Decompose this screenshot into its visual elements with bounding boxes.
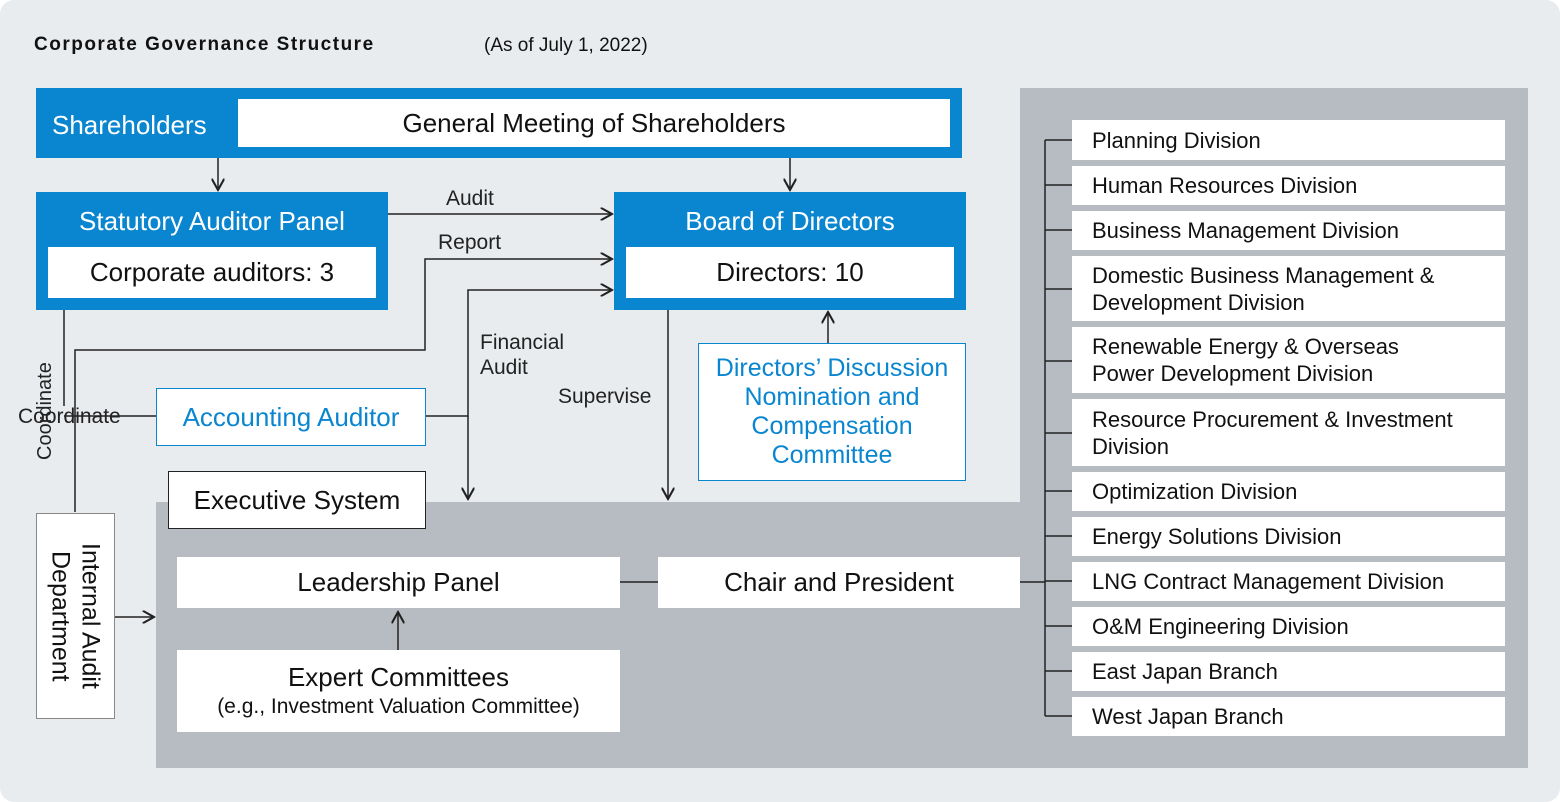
executive-system-label: Executive System <box>168 471 426 529</box>
committee-line-2: Nomination and <box>744 383 920 411</box>
general-meeting-box: General Meeting of Shareholders <box>238 99 950 147</box>
expert-committees-title: Expert Committees <box>287 662 510 692</box>
division-label: Domestic Business Management & <box>1092 262 1435 288</box>
internal-audit-label: Internal Audit Department <box>36 513 115 719</box>
division-energy-solutions: Energy Solutions Division <box>1072 517 1505 556</box>
accounting-auditor: Accounting Auditor <box>156 388 426 446</box>
division-west-japan: West Japan Branch <box>1072 697 1505 736</box>
coordinate-text: Coordinate <box>34 362 56 460</box>
division-label-2: Power Development Division <box>1092 361 1374 386</box>
division-lng-contract: LNG Contract Management Division <box>1072 562 1505 601</box>
division-om-engineering: O&M Engineering Division <box>1072 607 1505 646</box>
division-label: East Japan Branch <box>1092 659 1278 684</box>
internal-audit-line-2: Department <box>46 550 75 682</box>
diagram-title: Corporate Governance Structure <box>34 34 375 55</box>
coordinate-label-rotated: Coordinate <box>34 362 60 460</box>
division-label: O&M Engineering Division <box>1092 614 1349 639</box>
division-label: Human Resources Division <box>1092 173 1358 198</box>
division-domestic-business: Domestic Business Management & Developme… <box>1072 256 1505 321</box>
shareholders-label: Shareholders <box>52 110 207 140</box>
division-human-resources: Human Resources Division <box>1072 166 1505 205</box>
division-label: Optimization Division <box>1092 479 1298 504</box>
expert-committees: Expert Committees (e.g., Investment Valu… <box>177 650 620 732</box>
division-label: Resource Procurement & Investment <box>1092 406 1453 432</box>
as-of-date: (As of July 1, 2022) <box>484 35 648 56</box>
audit-label: Audit <box>446 187 494 210</box>
division-label: Renewable Energy & Overseas <box>1092 334 1399 359</box>
division-label: LNG Contract Management Division <box>1092 569 1445 594</box>
board-title: Board of Directors <box>685 205 895 236</box>
division-east-japan: East Japan Branch <box>1072 652 1505 691</box>
internal-audit-line-1: Internal Audit <box>76 543 105 689</box>
auditor-panel-title: Statutory Auditor Panel <box>79 205 345 236</box>
financial-audit-line-2: Audit <box>480 356 528 379</box>
report-label: Report <box>438 231 502 254</box>
division-optimization: Optimization Division <box>1072 472 1505 511</box>
expert-committees-example: (e.g., Investment Valuation Committee) <box>217 695 580 718</box>
committee-line-4: Committee <box>771 441 893 469</box>
division-label: Energy Solutions Division <box>1092 524 1342 549</box>
committee-line-1: Directors’ Discussion <box>715 354 949 382</box>
division-resource-procurement: Resource Procurement & Investment Divisi… <box>1072 399 1505 466</box>
financial-audit-line-1: Financial <box>480 331 565 354</box>
leadership-panel: Leadership Panel <box>177 557 620 608</box>
division-renewable-energy: Renewable Energy & Overseas Power Develo… <box>1072 327 1505 393</box>
nomination-compensation-committee: Directors’ Discussion Nomination and Com… <box>698 343 966 481</box>
chair-and-president: Chair and President <box>658 557 1020 608</box>
division-label: Business Management Division <box>1092 218 1399 243</box>
internal-audit-department <box>36 513 115 719</box>
supervise-label: Supervise <box>558 385 652 408</box>
directors-count: Directors: 10 <box>626 247 954 298</box>
financial-audit-label: Financial Audit <box>480 330 564 380</box>
division-label-2: Division <box>1092 433 1170 459</box>
committee-line-3: Compensation <box>751 412 913 440</box>
corporate-auditors-count: Corporate auditors: 3 <box>48 247 376 298</box>
division-label-2: Development Division <box>1092 289 1305 315</box>
division-label: Planning Division <box>1092 127 1261 153</box>
division-label: West Japan Branch <box>1092 704 1284 729</box>
division-planning: Planning Division <box>1072 120 1505 160</box>
division-business-management: Business Management Division <box>1072 211 1505 250</box>
